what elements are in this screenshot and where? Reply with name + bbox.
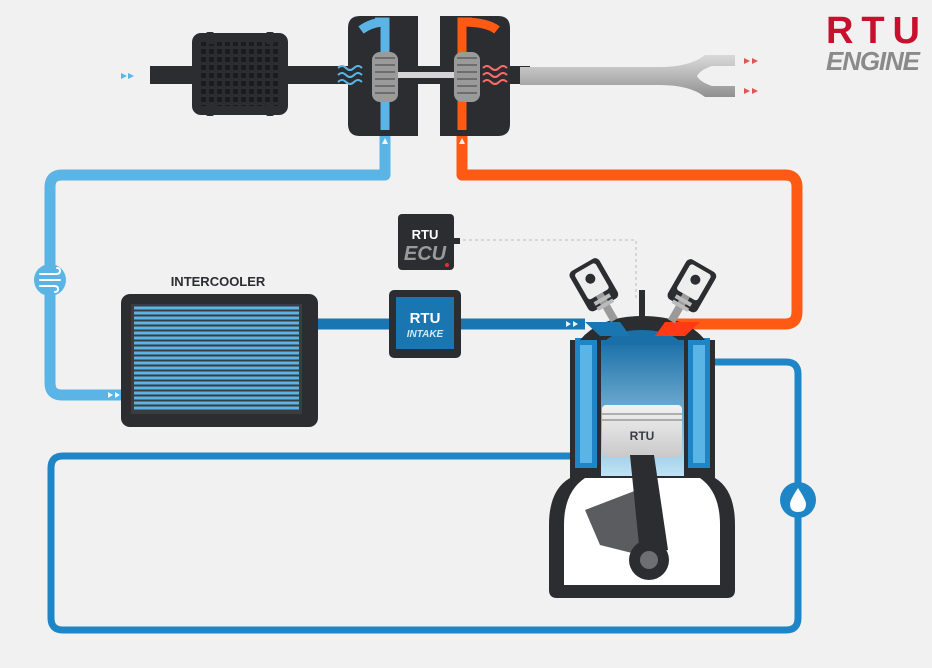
flow-arrow xyxy=(744,58,758,94)
logo-line2: ENGINE xyxy=(826,46,921,76)
air-filter xyxy=(150,32,330,116)
piston-label: RTU xyxy=(630,429,655,443)
intercooler: INTERCOOLER xyxy=(121,274,318,427)
exhaust-pipe xyxy=(456,130,803,330)
ecu-module: RTU ECU xyxy=(398,214,637,300)
rtu-intake-module: RTU INTAKE xyxy=(389,290,461,358)
engine-block: RTU xyxy=(549,258,735,598)
ecu-label-bottom: ECU xyxy=(404,243,447,265)
intercooler-label: INTERCOOLER xyxy=(171,274,266,289)
coolant-loop-pipe xyxy=(47,358,802,634)
flow-arrow xyxy=(121,73,134,79)
hot-wave-icon xyxy=(482,65,508,85)
cold-air-pipe xyxy=(44,130,391,401)
airflow-icon xyxy=(34,264,66,296)
water-drop-icon xyxy=(780,482,816,518)
turbocharger xyxy=(330,16,530,136)
logo-line1: RTU xyxy=(826,10,920,52)
intake-label-bottom: INTAKE xyxy=(407,329,444,340)
ecu-label-top: RTU xyxy=(412,227,439,242)
exhaust-tailpipe xyxy=(520,55,735,97)
intake-label-top: RTU xyxy=(410,310,441,327)
cold-wave-icon xyxy=(337,65,363,85)
rtu-engine-logo: RTU ENGINE xyxy=(826,10,921,76)
